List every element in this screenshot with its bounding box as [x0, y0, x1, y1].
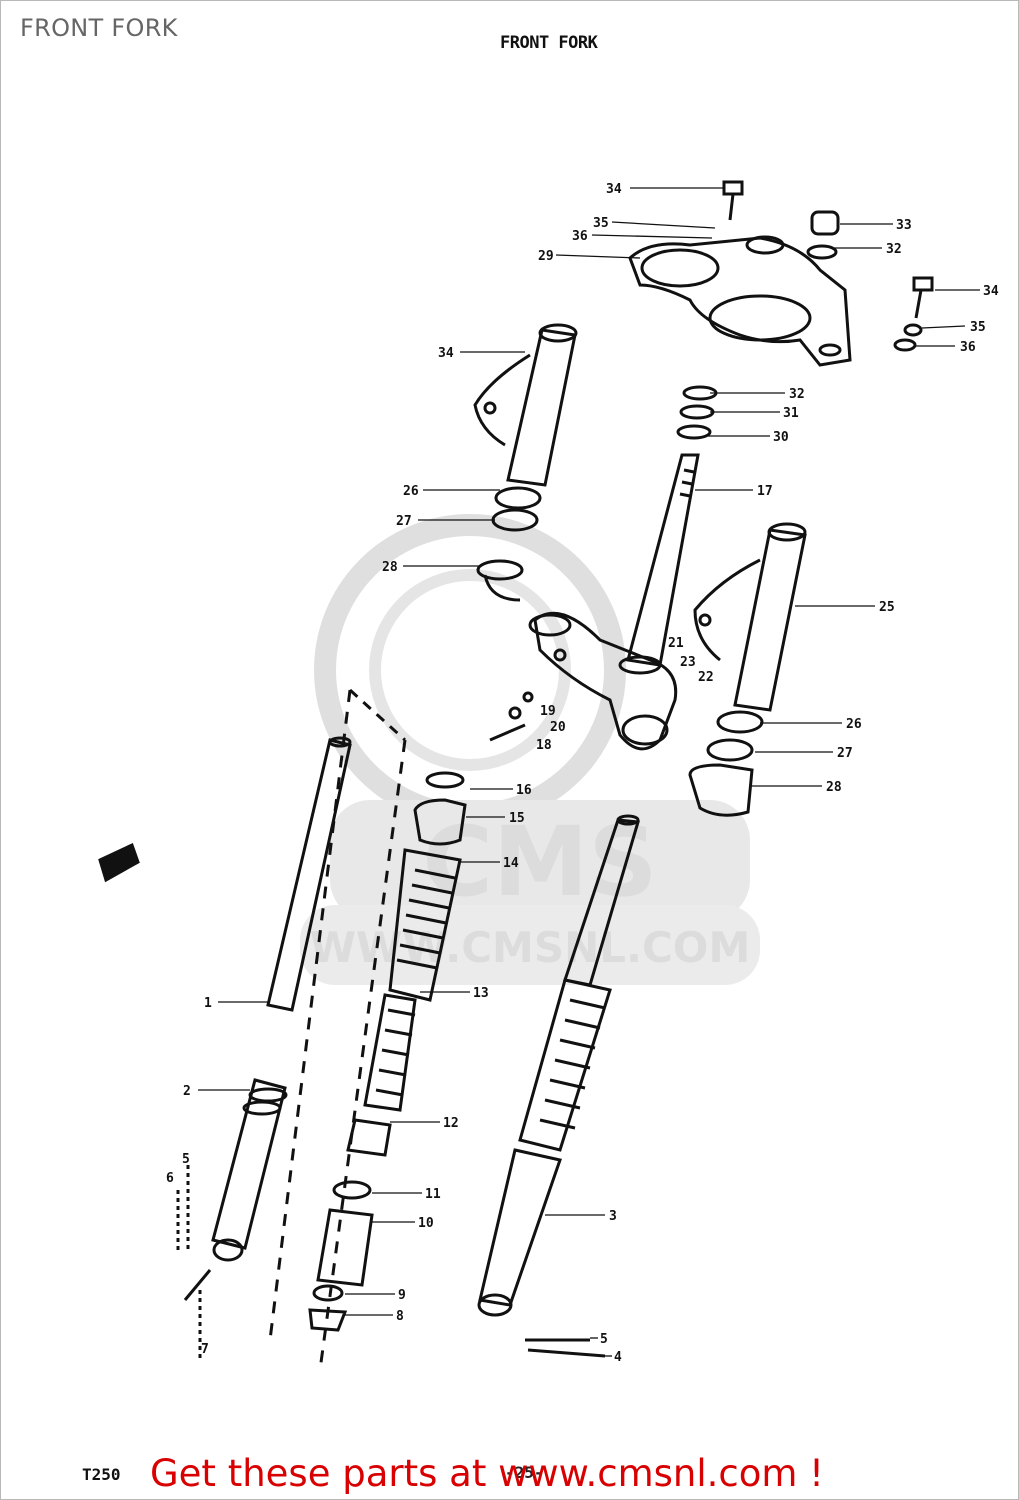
- callout-label: 25: [879, 600, 895, 615]
- callout-label: 23: [680, 655, 696, 670]
- callout-label: 16: [516, 783, 532, 798]
- watermark: CMS WWW.CMSNL.COM: [300, 514, 760, 985]
- callout-label: 36: [572, 229, 588, 244]
- callout-label: 12: [443, 1116, 459, 1131]
- model-code: T250: [82, 1465, 121, 1484]
- callout-label: 34: [606, 182, 622, 197]
- callout-label: 34: [438, 346, 454, 361]
- callout-label: 28: [382, 560, 398, 575]
- left-headlight-bracket: [473, 323, 578, 532]
- callout-label: 22: [698, 670, 714, 685]
- callout-label: 5: [600, 1332, 608, 1347]
- page-title: FRONT FORK: [20, 14, 178, 42]
- callout-label: 27: [837, 746, 853, 761]
- callout-label: 9: [398, 1288, 406, 1303]
- left-fork-assembly: [176, 559, 524, 1371]
- callout-label: 5: [182, 1152, 190, 1167]
- callout-label: 27: [396, 514, 412, 529]
- callout-label: 11: [425, 1187, 441, 1202]
- callout-label: 7: [201, 1342, 209, 1357]
- watermark-url: WWW.CMSNL.COM: [310, 923, 751, 972]
- right-fork-assembly: [98, 814, 640, 1358]
- get-parts-link[interactable]: Get these parts at www.cmsnl.com !: [150, 1452, 825, 1495]
- callout-label: 14: [503, 856, 519, 871]
- callout-label: 6: [166, 1171, 174, 1186]
- callout-label: 32: [886, 242, 902, 257]
- callout-label: 30: [773, 430, 789, 445]
- callout-label: 34: [983, 284, 999, 299]
- callout-label: 21: [668, 636, 684, 651]
- callout-label: 28: [826, 780, 842, 795]
- callout-label: 31: [783, 406, 799, 421]
- callout-label: 10: [418, 1216, 434, 1231]
- leader-lines: [198, 187, 980, 1357]
- steering-stem: [489, 385, 718, 751]
- callout-label: 8: [396, 1309, 404, 1324]
- callout-label: 15: [509, 811, 525, 826]
- callout-label: 13: [473, 986, 489, 1001]
- callout-labels: 34 35 36 29 33 32 34 35 36 34 32 31 30 1…: [166, 182, 999, 1365]
- callout-label: 1: [204, 996, 212, 1011]
- callout-label: 29: [538, 249, 554, 264]
- callout-label: 35: [593, 216, 609, 231]
- diagram-title: FRONT FORK: [500, 33, 598, 53]
- right-headlight-bracket: [688, 522, 807, 817]
- callout-label: 35: [970, 320, 986, 335]
- upper-bracket: [628, 180, 934, 367]
- callout-label: 32: [789, 387, 805, 402]
- callout-label: 17: [757, 484, 773, 499]
- callout-label: 26: [403, 484, 419, 499]
- callout-label: 19: [540, 704, 556, 719]
- callout-label: 26: [846, 717, 862, 732]
- callout-label: 36: [960, 340, 976, 355]
- callout-label: 20: [550, 720, 566, 735]
- page-number: -25-: [505, 1463, 544, 1482]
- callout-label: 3: [609, 1209, 617, 1224]
- callout-label: 2: [183, 1084, 191, 1099]
- callout-label: 18: [536, 738, 552, 753]
- callout-label: 33: [896, 218, 912, 233]
- callout-label: 4: [614, 1350, 622, 1365]
